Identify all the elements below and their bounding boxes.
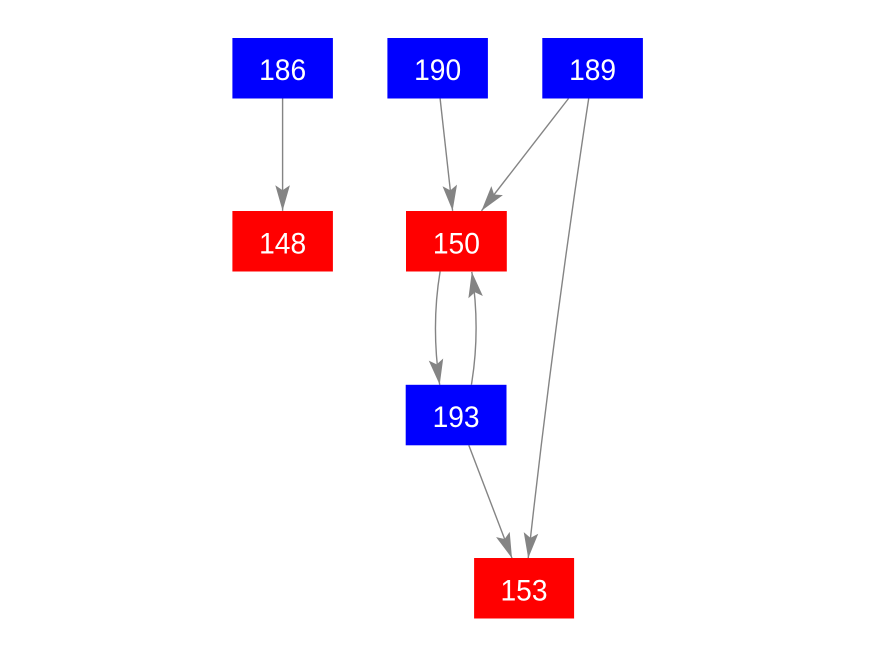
svg-text:193: 193 (433, 401, 480, 434)
svg-text:186: 186 (259, 54, 306, 87)
svg-text:189: 189 (569, 54, 616, 87)
svg-text:148: 148 (259, 228, 306, 261)
svg-text:190: 190 (414, 54, 461, 87)
svg-text:153: 153 (501, 575, 548, 608)
svg-text:150: 150 (433, 228, 480, 261)
